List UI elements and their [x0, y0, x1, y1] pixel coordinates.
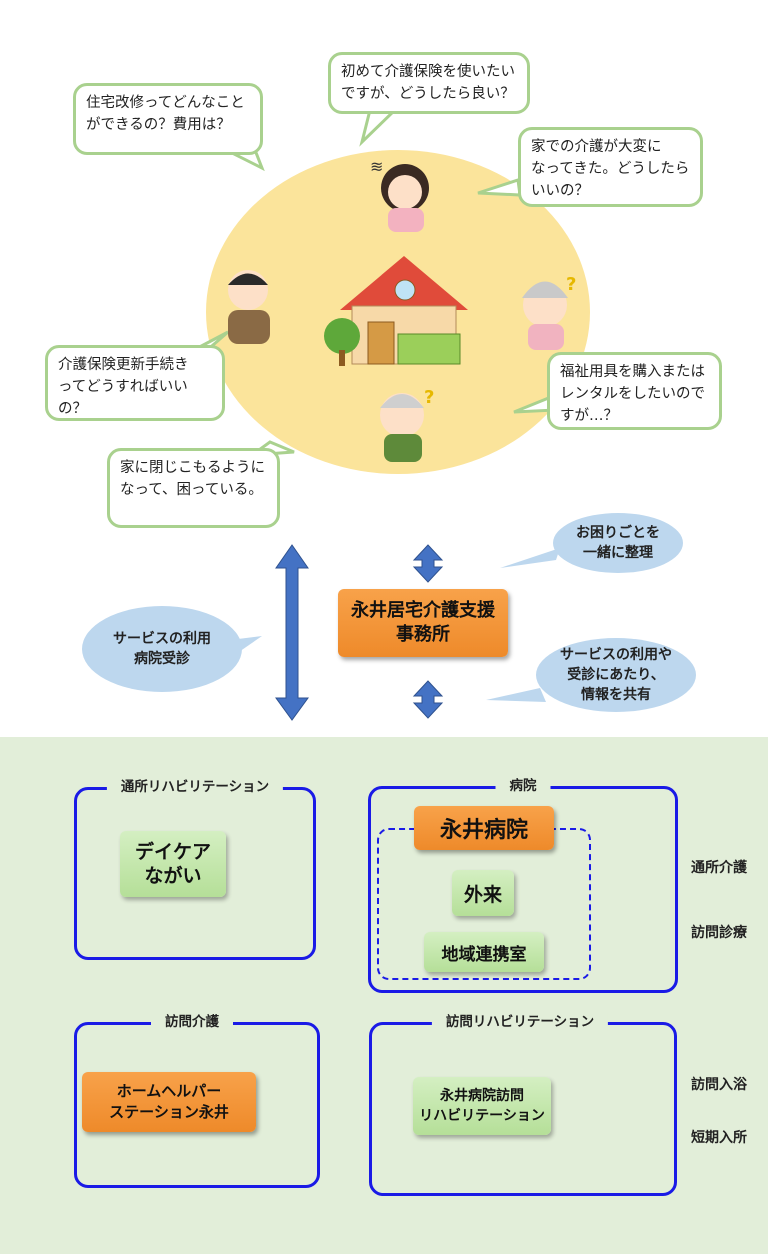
cloud-kyouyuu: サービスの利用や 受診にあたり、 情報を共有: [536, 638, 696, 712]
group-title-tsusho-rehab: 通所リハビリテーション: [106, 778, 284, 796]
side-label-tanki-nyuusho: 短期入所: [691, 1130, 747, 1146]
elderly-man-icon: ?: [380, 387, 434, 462]
side-label-houmon-shinryou: 訪問診療: [691, 925, 747, 941]
nagai-hospital-box: 永井病院: [414, 806, 554, 850]
bubble-tojikomori: 家に閉じこもるように なって、困っている。: [107, 448, 280, 528]
lower-section-background: [0, 737, 768, 1254]
office-box: 永井居宅介護支援 事務所: [338, 589, 508, 657]
cloud-tail-kyouyuu: [486, 688, 546, 702]
woman-thinking-icon: ≋: [370, 157, 429, 232]
tail-kaigo: [359, 108, 399, 147]
svg-text:≋: ≋: [370, 157, 383, 176]
side-label-houmon-nyuuyoku: 訪問入浴: [691, 1077, 747, 1093]
group-title-hospital: 病院: [495, 777, 551, 795]
svg-text:?: ?: [566, 274, 576, 295]
cloud-tail-seiri: [500, 548, 560, 568]
bubble-kaigo-hoken: 初めて介護保険を使いたい ですが、どうしたら良い？: [328, 52, 530, 114]
elderly-woman-icon: ?: [522, 274, 576, 350]
side-label-tsusho-kaigo: 通所介護: [691, 860, 747, 876]
renkei-box: 地域連携室: [424, 932, 544, 972]
svg-text:?: ?: [424, 387, 434, 408]
group-title-houmon-kaigo: 訪問介護: [151, 1013, 233, 1031]
home-helper-box: ホームヘルパー ステーション永井: [82, 1072, 256, 1132]
cloud-riyou: サービスの利用 病院受診: [82, 606, 242, 692]
daycare-box: デイケア ながい: [120, 831, 226, 897]
bubble-koushin: 介護保険更新手続き ってどうすればいいの？: [45, 345, 225, 421]
bubble-jutaku: 住宅改修ってどんなこと ができるの？費用は？: [73, 83, 263, 155]
man-worried-icon: [228, 270, 270, 344]
bubble-fukushi: 福祉用具を購入または レンタルをしたいので すが…？: [547, 352, 722, 430]
bubble-ie-kaigo: 家での介護が大変に なってきた。どうしたら いいの？: [518, 127, 703, 207]
group-title-houmon-rehab: 訪問リハビリテーション: [431, 1013, 609, 1031]
cloud-seiri: お困りごとを 一緒に整理: [553, 513, 683, 573]
short-double-arrow-top: [412, 544, 444, 583]
outpatient-box: 外来: [452, 870, 514, 916]
house-icon: [324, 256, 468, 366]
long-double-arrow: [275, 544, 309, 721]
houmon-rehab-box: 永井病院訪問 リハビリテーション: [413, 1077, 551, 1135]
short-double-arrow-bottom: [412, 680, 444, 719]
